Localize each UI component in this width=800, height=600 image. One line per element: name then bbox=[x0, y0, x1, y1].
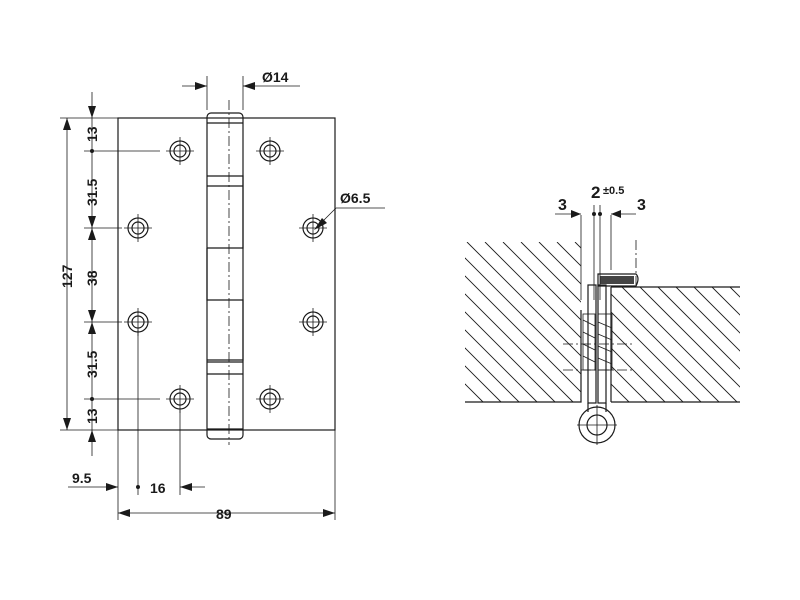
gap-label: 2 bbox=[591, 183, 600, 202]
left-clearance-label: 3 bbox=[558, 197, 567, 214]
hinge-front-view: Ø14 Ø6.5 127 bbox=[59, 69, 385, 522]
hole-diameter-label: Ø6.5 bbox=[340, 190, 371, 206]
top-margin-label: 13 bbox=[84, 126, 100, 142]
right-clearance-label: 3 bbox=[637, 197, 646, 214]
dimension-hole-diameter: Ø6.5 bbox=[314, 190, 385, 230]
screw-hole bbox=[124, 214, 152, 242]
hinge-leaf-outline bbox=[117, 117, 336, 431]
width-total-label: 89 bbox=[216, 506, 232, 522]
screw-hole bbox=[299, 308, 327, 336]
hinge-section-view: 2 ±0.5 3 3 bbox=[465, 183, 740, 445]
lower-spacing-label: 31.5 bbox=[84, 351, 100, 378]
screw-hole bbox=[256, 385, 284, 413]
screw-hole bbox=[124, 308, 152, 336]
middle-spacing-label: 38 bbox=[84, 270, 100, 286]
dimension-section-clearance: 2 ±0.5 3 3 bbox=[555, 183, 646, 300]
bottom-margin-label: 13 bbox=[84, 408, 100, 424]
dimension-knuckle-diameter: Ø14 bbox=[182, 69, 300, 110]
knuckle-diameter-label: Ø14 bbox=[262, 69, 289, 85]
upper-spacing-label: 31.5 bbox=[84, 179, 100, 206]
screw-holes bbox=[124, 137, 327, 413]
gap-tolerance-label: ±0.5 bbox=[603, 185, 624, 197]
height-total-label: 127 bbox=[59, 264, 75, 288]
dimension-vertical-chain: 127 13 31.5 38 31.5 13 bbox=[59, 92, 160, 456]
frame-outline bbox=[610, 286, 740, 403]
door-section-hatched bbox=[465, 242, 581, 402]
screw-hole bbox=[299, 214, 327, 242]
dimension-horizontal-offsets: 9.5 16 89 bbox=[68, 330, 336, 522]
hole-offset-label: 16 bbox=[150, 480, 166, 496]
screw-hole bbox=[256, 137, 284, 165]
hinge-knuckle-section bbox=[577, 403, 617, 445]
hinge-leaves-section bbox=[563, 273, 639, 404]
screw-hole bbox=[166, 137, 194, 165]
hinge-knuckle bbox=[206, 100, 244, 445]
frame-section-hatched bbox=[611, 287, 740, 402]
edge-offset-label: 9.5 bbox=[72, 470, 92, 486]
screw-hole bbox=[166, 385, 194, 413]
door-outline bbox=[465, 310, 582, 403]
